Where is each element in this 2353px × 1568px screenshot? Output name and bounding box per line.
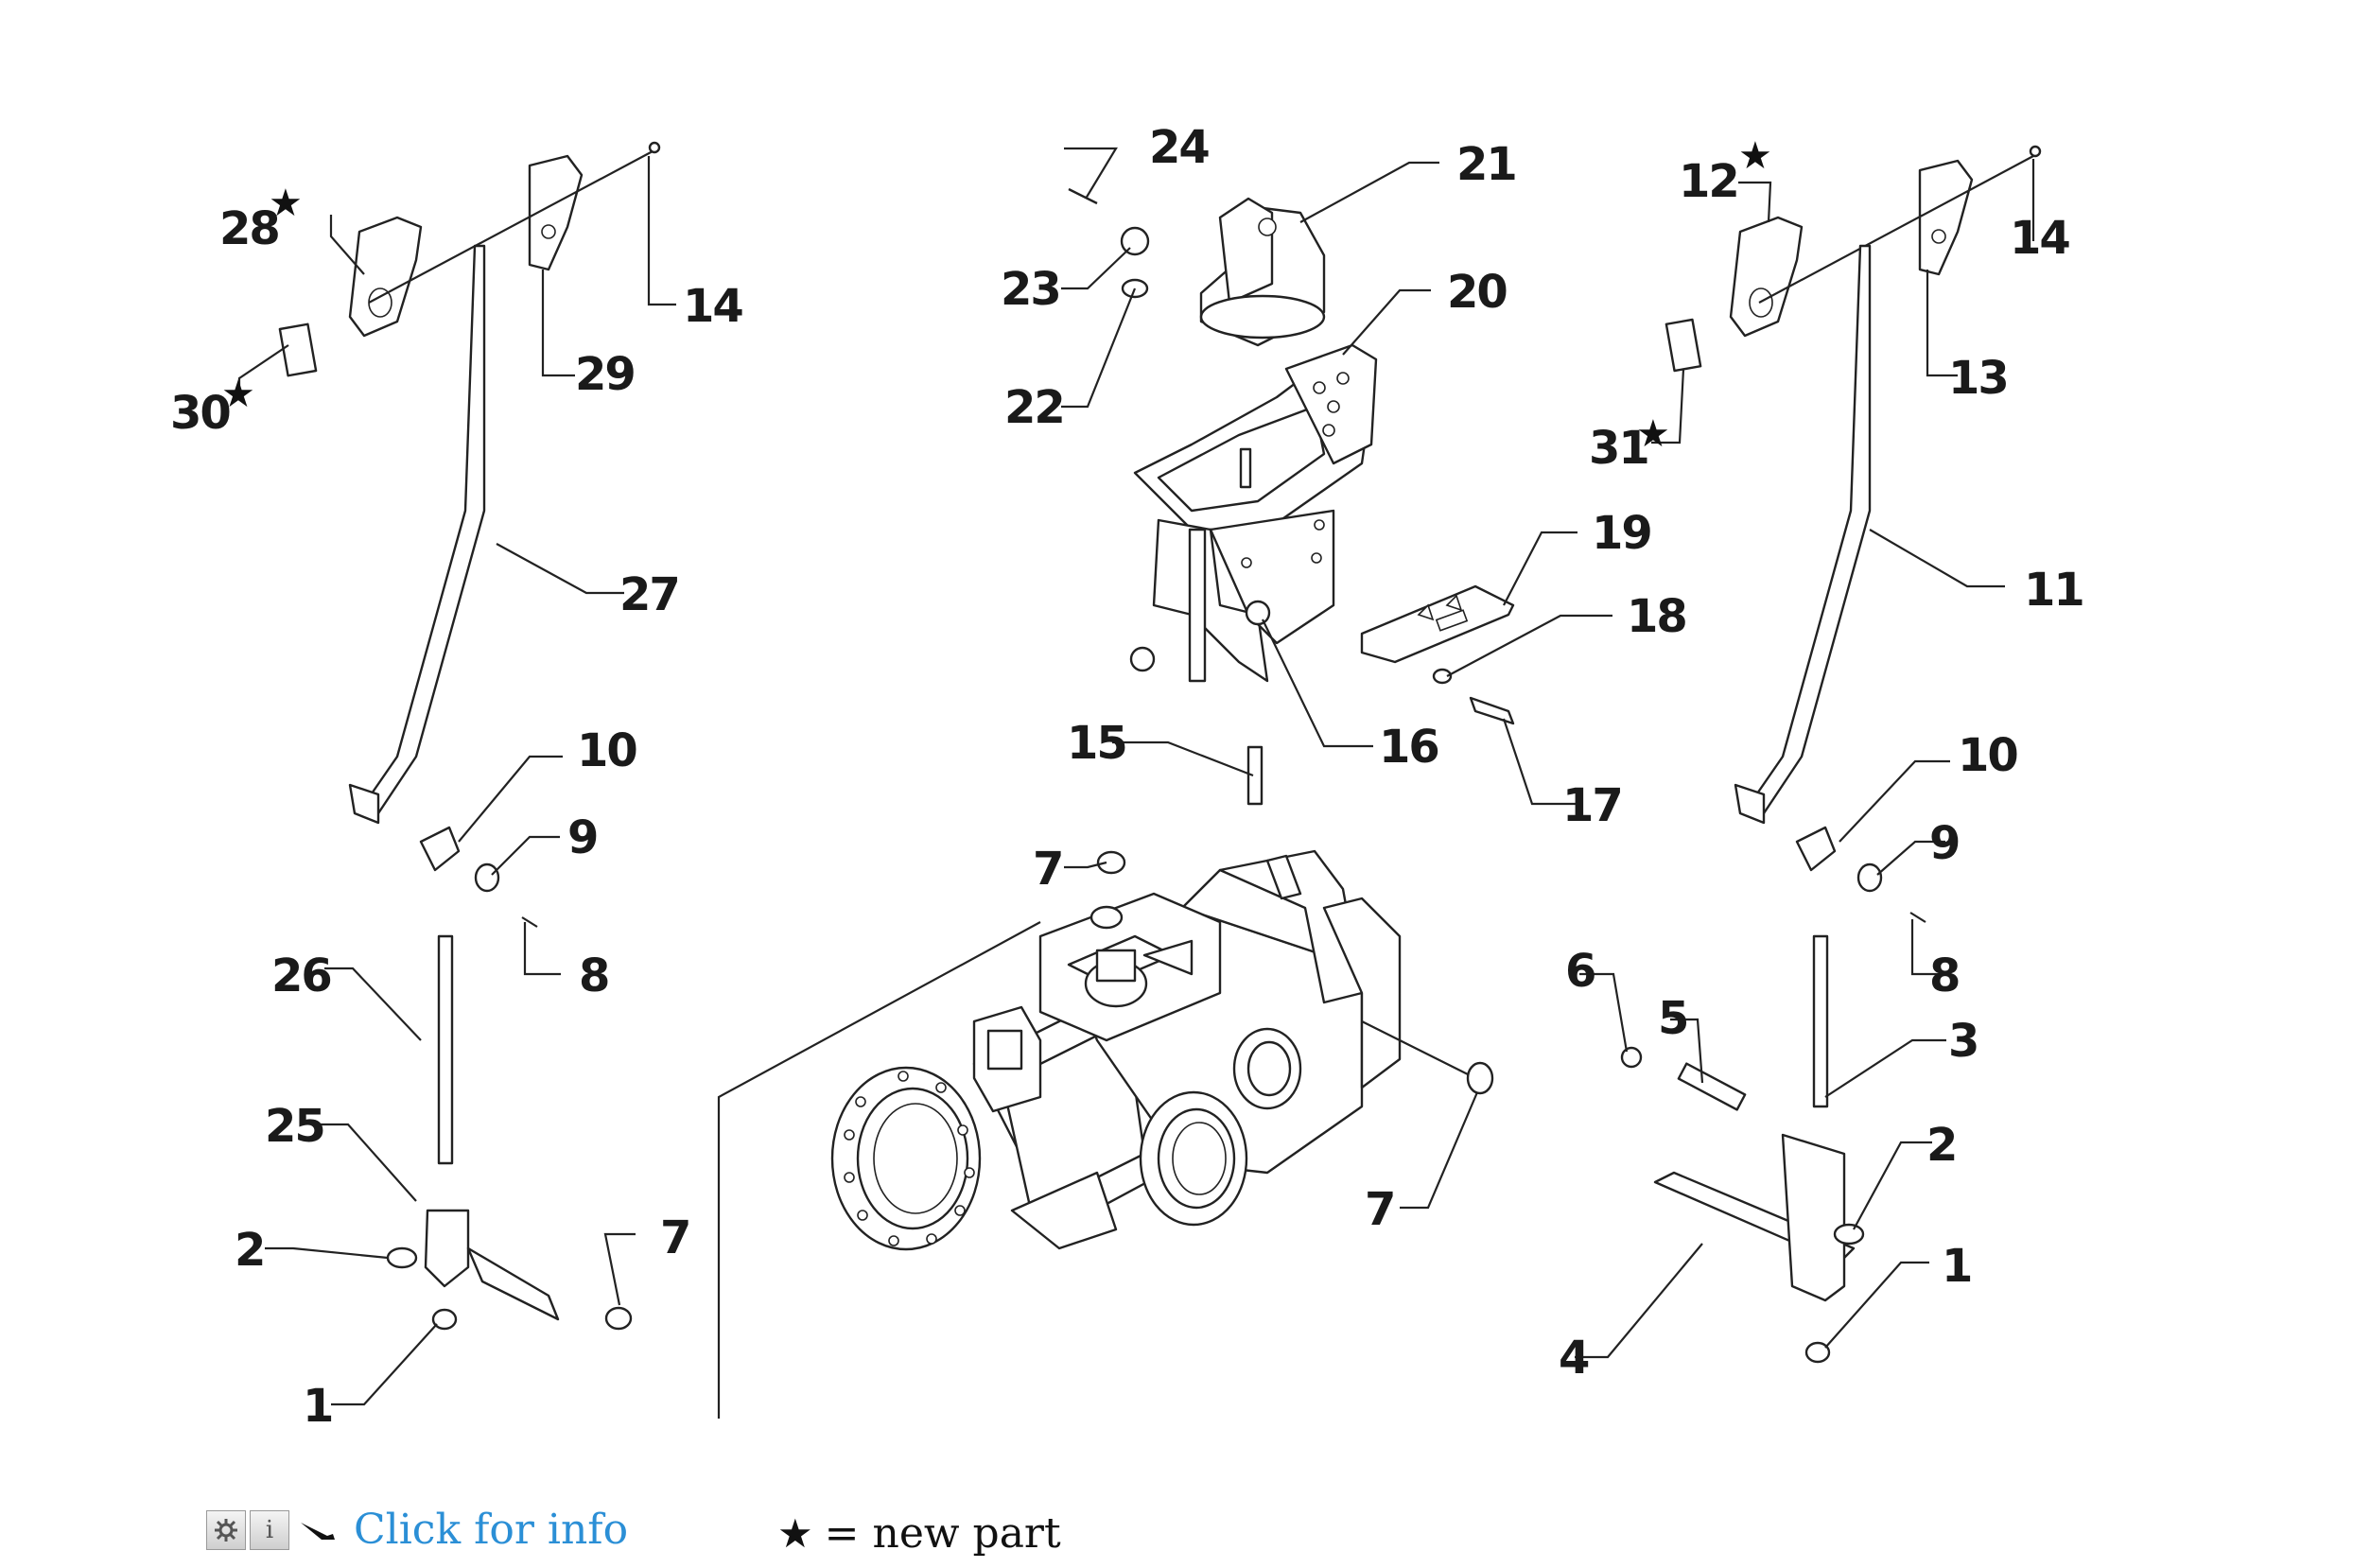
callout-7-left: 7 — [660, 1211, 689, 1264]
callout-30: 30 — [170, 387, 230, 440]
callout-10-right: 10 — [1958, 729, 2017, 782]
new-part-star-12: ★ — [1738, 134, 1772, 178]
callout-8-right: 8 — [1929, 950, 1959, 1002]
callout-25: 25 — [265, 1100, 324, 1153]
callout-1-left: 1 — [303, 1380, 332, 1433]
callout-27: 27 — [619, 568, 679, 621]
callout-17: 17 — [1562, 779, 1622, 832]
callout-13: 13 — [1948, 352, 2008, 405]
callout-31: 31 — [1589, 422, 1648, 475]
callout-12: 12 — [1679, 155, 1738, 208]
callout-22: 22 — [1004, 381, 1064, 434]
callout-1-right: 1 — [1942, 1240, 1971, 1293]
callout-29: 29 — [575, 348, 635, 401]
assembly-leader-left — [717, 921, 1041, 1419]
seat-bracket — [1068, 187, 1515, 806]
hand-pointer-icon — [299, 1519, 337, 1542]
new-part-legend: ★ = new part — [777, 1509, 1061, 1558]
star-icon: ★ — [777, 1510, 813, 1557]
callout-9-left: 9 — [567, 811, 597, 864]
callout-11: 11 — [2024, 564, 2083, 617]
callout-2-right: 2 — [1926, 1119, 1956, 1172]
callout-19: 19 — [1592, 507, 1651, 560]
left-lever-assembly — [278, 141, 661, 1331]
legend-text: = new part — [824, 1509, 1061, 1558]
callout-15: 15 — [1067, 717, 1126, 770]
callout-8-left: 8 — [579, 950, 608, 1002]
callout-14-right: 14 — [2010, 212, 2069, 265]
callout-10-left: 10 — [577, 724, 636, 777]
transmission-housing — [830, 849, 1402, 1251]
assembly-leader-right — [1361, 1020, 1476, 1079]
callout-23: 23 — [1001, 263, 1060, 316]
callout-16: 16 — [1379, 721, 1438, 774]
callout-7-right: 7 — [1365, 1183, 1394, 1236]
info-icon[interactable]: i — [250, 1509, 289, 1550]
callout-26: 26 — [271, 950, 331, 1002]
callout-21: 21 — [1456, 138, 1516, 191]
click-for-info-link[interactable]: Click for info — [354, 1506, 629, 1554]
callout-6: 6 — [1565, 945, 1595, 998]
callout-4: 4 — [1559, 1332, 1589, 1385]
right-lever-assembly — [1096, 145, 2042, 1364]
new-part-star-30: ★ — [221, 373, 255, 416]
callout-20: 20 — [1447, 266, 1507, 319]
callout-7-top: 7 — [1033, 843, 1062, 896]
callout-14-left: 14 — [683, 280, 742, 333]
leader-lines — [237, 147, 2035, 1406]
new-part-star-31: ★ — [1636, 412, 1670, 456]
callout-18: 18 — [1627, 590, 1686, 643]
callout-9-right: 9 — [1929, 817, 1959, 870]
callout-3: 3 — [1948, 1015, 1978, 1068]
callout-2-left: 2 — [235, 1224, 264, 1277]
callout-24: 24 — [1149, 121, 1209, 174]
info-toolbar: i Click for info — [206, 1506, 628, 1554]
callout-labels: 24 21 23 20 22 19 18 16 15 17 28 ★ 14 29… — [170, 121, 2085, 1433]
gear-icon[interactable] — [206, 1509, 246, 1550]
new-part-star-28: ★ — [269, 182, 303, 225]
callout-5: 5 — [1658, 992, 1687, 1045]
callout-28: 28 — [219, 202, 279, 255]
